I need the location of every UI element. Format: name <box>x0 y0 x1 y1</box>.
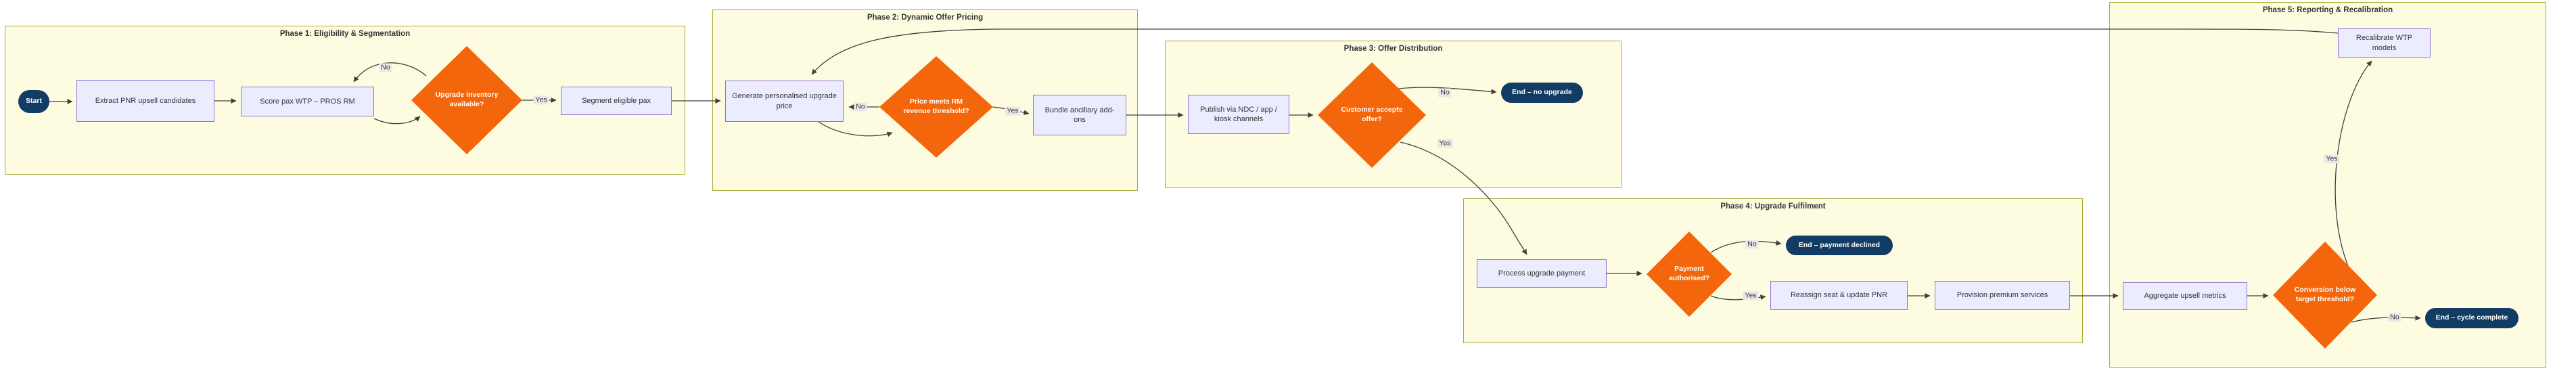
node-score-label: Score pax WTP – PROS RM <box>260 97 355 106</box>
phase-2-title: Phase 2: Dynamic Offer Pricing <box>867 14 984 22</box>
node-recalibrate-wtp: Recalibrate WTP models <box>2338 28 2431 58</box>
decision-customer-accepts-label: Customer accepts offer? <box>1341 106 1403 123</box>
terminal-end-no-upgrade-label: End – no upgrade <box>1512 88 1572 97</box>
edge-label-yes-conversion: Yes <box>2324 154 2340 164</box>
decision-upgrade-inventory-label: Upgrade inventory available? <box>435 91 499 108</box>
terminal-end-cycle-complete: End – cycle complete <box>2425 308 2518 328</box>
terminal-end-payment-declined: End – payment declined <box>1786 236 1893 255</box>
node-publish-channels: Publish via NDC / app / kiosk channels <box>1188 95 1289 134</box>
node-process-payment: Process upgrade payment <box>1477 259 1607 288</box>
node-generate-upgrade-price: Generate personalised upgrade price <box>725 81 844 122</box>
terminal-end-no-upgrade: End – no upgrade <box>1501 83 1583 103</box>
node-score-pax-wtp: Score pax WTP – PROS RM <box>241 87 374 116</box>
phase-5-title: Phase 5: Reporting & Recalibration <box>2262 6 2393 14</box>
decision-price-threshold-label: Price meets RM revenue threshold? <box>903 97 969 115</box>
decision-conversion-threshold-label: Conversion below target threshold? <box>2294 286 2356 303</box>
node-bundle-ancillary: Bundle ancillary add-ons <box>1033 95 1126 135</box>
node-generate-label: Generate personalised upgrade price <box>732 92 837 110</box>
node-start-terminal: Start <box>18 90 49 113</box>
edge-label-no-inventory: No <box>379 63 392 72</box>
node-provision-premium-label: Provision premium services <box>1956 291 2048 300</box>
decision-payment-authorised-label: Payment authorised? <box>1668 265 1710 282</box>
phase-3-title: Phase 3: Offer Distribution <box>1343 45 1443 53</box>
node-segment-label: Segment eligible pax <box>581 96 651 105</box>
edge-label-yes-inventory: Yes <box>533 95 549 105</box>
terminal-end-payment-declined-label: End – payment declined <box>1798 240 1881 249</box>
edge-label-yes-price: Yes <box>1005 106 1021 116</box>
node-segment-eligible-pax: Segment eligible pax <box>561 87 672 115</box>
node-reassign-seat: Reassign seat & update PNR <box>1770 281 1908 310</box>
edge-label-no-price: No <box>854 102 867 112</box>
phase-4-container: Phase 4: Upgrade Fulfilment <box>1463 198 2083 343</box>
node-start-label: Start <box>26 97 42 106</box>
node-bundle-label: Bundle ancillary add-ons <box>1044 106 1115 124</box>
node-provision-premium: Provision premium services <box>1935 281 2070 310</box>
node-aggregate-metrics: Aggregate upsell metrics <box>2123 282 2247 310</box>
edge-label-no-conversion: No <box>2388 313 2401 322</box>
node-reassign-seat-label: Reassign seat & update PNR <box>1790 291 1888 300</box>
node-extract-pnr-upsell: Extract PNR upsell candidates <box>76 80 214 122</box>
phase-4-title: Phase 4: Upgrade Fulfilment <box>1720 202 1826 211</box>
terminal-end-cycle-complete-label: End – cycle complete <box>2435 313 2508 322</box>
node-process-payment-label: Process upgrade payment <box>1498 269 1586 278</box>
phase-1-title: Phase 1: Eligibility & Segmentation <box>279 30 411 38</box>
edge-label-no-payment: No <box>1745 240 1759 249</box>
edge-label-yes-payment: Yes <box>1743 291 1759 301</box>
node-publish-label: Publish via NDC / app / kiosk channels <box>1200 105 1277 123</box>
node-extract-label: Extract PNR upsell candidates <box>95 96 196 105</box>
node-aggregate-metrics-label: Aggregate upsell metrics <box>2144 292 2226 301</box>
edge-label-no-accept: No <box>1438 88 1452 97</box>
edge-label-yes-accept: Yes <box>1437 139 1453 148</box>
node-recalibrate-wtp-label: Recalibrate WTP models <box>2355 34 2413 52</box>
